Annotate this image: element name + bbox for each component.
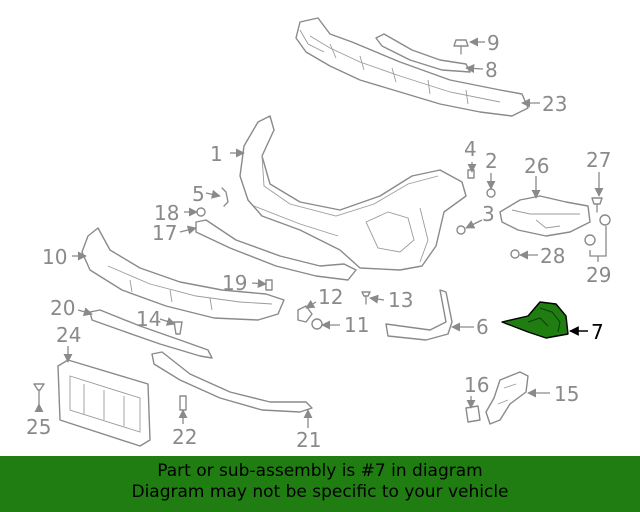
part-23-impact-absorber (295, 17, 529, 117)
callout-18: 18 (154, 201, 179, 225)
callout-24: 24 (56, 323, 81, 347)
part-9-push-pin (453, 39, 469, 55)
leader-lines (34, 37, 607, 428)
part-13-pin (361, 291, 371, 305)
part-27-bolt (591, 197, 603, 213)
callout-6: 6 (476, 315, 489, 339)
part-1-bumper-cover (239, 115, 467, 271)
callout-7: 7 (591, 320, 604, 344)
part-16-clip (465, 405, 481, 423)
callout-4: 4 (464, 137, 477, 161)
callout-16: 16 (464, 373, 489, 397)
banner-line-disclaimer: Diagram may not be specific to your vehi… (131, 482, 509, 502)
part-15-bracket (485, 371, 529, 425)
callout-14: 14 (136, 307, 161, 331)
callout-3: 3 (482, 202, 495, 226)
callout-2: 2 (485, 149, 498, 173)
callout-27: 27 (586, 148, 611, 172)
part-19-pin (265, 279, 273, 291)
part-28-screw (510, 249, 520, 259)
part-25-screw (33, 383, 45, 405)
callout-22: 22 (172, 425, 197, 449)
callout-12: 12 (318, 285, 343, 309)
callout-25: 25 (26, 415, 51, 439)
part-26-bracket (499, 195, 591, 237)
callout-29: 29 (586, 263, 611, 287)
callout-15: 15 (554, 382, 579, 406)
callout-1: 1 (210, 142, 223, 166)
callout-21: 21 (296, 428, 321, 452)
callout-23: 23 (542, 92, 567, 116)
part-14-pin (173, 321, 183, 335)
callout-20: 20 (50, 296, 75, 320)
part-18-nut (196, 207, 206, 217)
callout-5: 5 (192, 182, 205, 206)
part-10-lower-fascia (81, 227, 285, 321)
part-29-clips (584, 214, 611, 246)
info-banner: Part or sub-assembly is #7 in diagram Di… (0, 456, 640, 512)
banner-line-part-number: Part or sub-assembly is #7 in diagram (157, 461, 483, 481)
part-5-clip (221, 187, 229, 207)
part-11-nut (311, 318, 323, 330)
part-22-pin (179, 395, 187, 411)
callout-13: 13 (388, 288, 413, 312)
part-20-molding (89, 309, 213, 359)
parts-diagram: 9 8 23 1 4 2 3 26 27 29 28 5 18 17 10 19… (26, 17, 611, 452)
callout-28: 28 (540, 244, 565, 268)
callout-8: 8 (485, 58, 498, 82)
part-6-trim (385, 289, 453, 341)
callout-labels: 9 8 23 1 4 2 3 26 27 29 28 5 18 17 10 19… (26, 31, 611, 452)
part-4-clip (467, 169, 475, 179)
part-21-lower-strip (151, 351, 313, 413)
part-7-highlighted-bracket (501, 301, 569, 339)
part-3-screw (456, 225, 466, 235)
callout-9: 9 (487, 31, 500, 55)
part-2-nut (486, 188, 496, 198)
callout-19: 19 (222, 271, 247, 295)
callout-11: 11 (344, 313, 369, 337)
callout-10: 10 (42, 245, 67, 269)
part-17-strip (195, 219, 357, 281)
callout-26: 26 (524, 154, 549, 178)
callout-17: 17 (152, 221, 177, 245)
part-12-nut (297, 305, 313, 323)
part-24-license-bracket (57, 359, 151, 447)
